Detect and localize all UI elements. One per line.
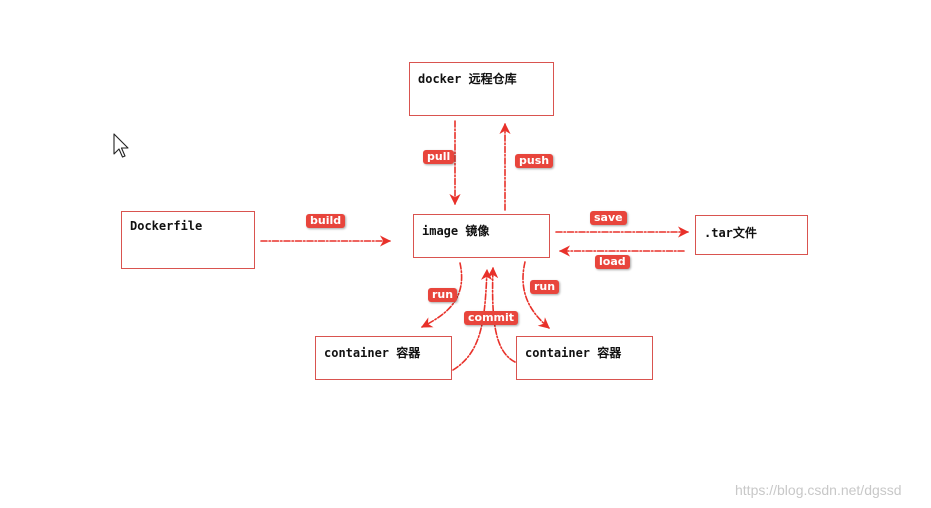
edge-label-build: build <box>306 214 346 228</box>
edge-label-run-right: run <box>530 280 560 294</box>
edge-label-run-left: run <box>428 288 458 302</box>
edge-label-commit: commit <box>464 311 519 325</box>
watermark-text: https://blog.csdn.net/dgssd <box>735 482 902 498</box>
docker-registry-node: docker 远程仓库 <box>409 62 554 116</box>
mouse-pointer-icon <box>113 133 129 158</box>
edge-label-pull: pull <box>423 150 455 164</box>
edge-label-push: push <box>515 154 554 168</box>
container-left-node: container 容器 <box>315 336 452 380</box>
arrow-run-right <box>522 261 550 329</box>
arrow-run-left <box>421 262 463 328</box>
arrow-commit-right <box>487 266 516 363</box>
tar-file-node: .tar文件 <box>695 215 808 255</box>
edge-label-load: load <box>595 255 630 269</box>
container-right-node: container 容器 <box>516 336 653 380</box>
dockerfile-node: Dockerfile <box>121 211 255 269</box>
image-node: image 镜像 <box>413 214 550 258</box>
arrow-commit-left <box>452 268 493 371</box>
edge-label-save: save <box>590 211 627 225</box>
